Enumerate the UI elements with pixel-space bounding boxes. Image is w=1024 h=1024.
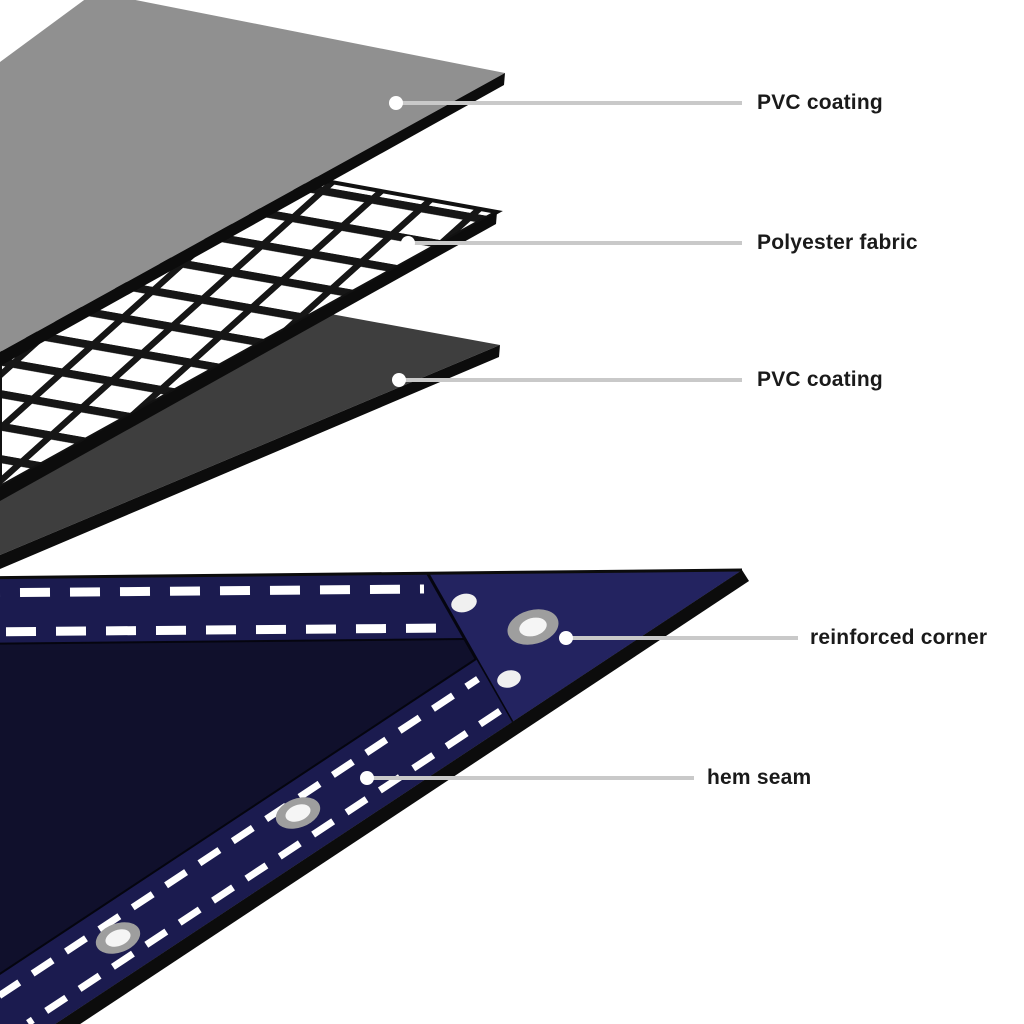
corner-eyelet: [507, 609, 559, 645]
pvc-coating-top-layer: [0, 0, 505, 366]
leader-dot-hem-seam: [360, 771, 374, 785]
label-polyester-fabric: Polyester fabric: [757, 231, 918, 254]
hem-eyelet-1-hole: [285, 804, 311, 822]
tarpaulin-top-outline: [0, 568, 743, 580]
leader-dot-pvc-mid: [392, 373, 406, 387]
corner-rivet-lower: [497, 670, 521, 688]
hem-eyelet-2: [95, 922, 141, 954]
label-reinforced-corner: reinforced corner: [810, 626, 988, 649]
label-hem-seam: hem seam: [707, 766, 812, 789]
label-pvc-coating-top: PVC coating: [757, 91, 883, 114]
stitch-line-top-outer: [0, 584, 425, 598]
pvc-coating-mid-sheet-edge: [0, 345, 500, 569]
hem-eyelet-1: [275, 797, 321, 829]
top-hem-inner-seam: [0, 638, 466, 645]
corner-seam-line: [426, 573, 514, 723]
tarpaulin-sheet: [0, 568, 749, 1024]
corner-eyelet-hole: [519, 617, 547, 637]
label-pvc-coating-mid: PVC coating: [757, 368, 883, 391]
tarpaulin-bottom-edge: [55, 570, 749, 1024]
leader-dot-reinforced-corner: [559, 631, 573, 645]
hem-eyelet-2-hole: [105, 929, 131, 947]
stitch-line-bottom-outer: [26, 708, 502, 1024]
bottom-hem-inner-seam: [0, 658, 477, 975]
leader-dot-pvc-top: [389, 96, 403, 110]
leader-dot-polyester: [401, 236, 415, 250]
callout-leaders: [360, 96, 798, 785]
corner-rivet-upper: [451, 593, 477, 613]
stitch-line-top-inner: [0, 623, 451, 637]
polyester-fabric-sheet-edge: [0, 212, 497, 501]
pvc-coating-top-sheet-edge: [0, 73, 505, 366]
pvc-coating-top-sheet: [0, 0, 505, 352]
